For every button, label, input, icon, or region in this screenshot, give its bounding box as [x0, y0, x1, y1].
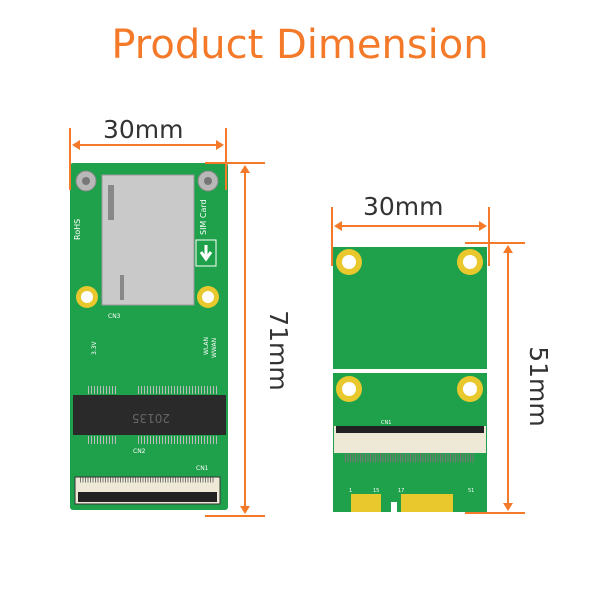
socket-marking: 20135: [132, 411, 170, 425]
page-title: Product Dimension: [111, 22, 489, 68]
pin-17-label: 17: [398, 488, 404, 494]
cn1-label-right: CN1: [381, 420, 391, 426]
mini-pcie-socket: [73, 395, 226, 435]
mini-pcie-board-left: RoHS SIM Card CN3 3.3V WLAN WWAN 20135 C…: [70, 163, 228, 510]
left-width-label: 30mm: [103, 115, 184, 144]
pin-15-label: 15: [373, 488, 379, 494]
sim-card-slot: [101, 174, 195, 306]
left-height-label: 71mm: [263, 310, 293, 391]
right-width-label: 30mm: [363, 192, 444, 221]
wlan-label: WLAN: [203, 337, 210, 355]
sim-card-label: SIM Card: [199, 199, 208, 235]
rohs-mark: RoHS: [73, 219, 82, 240]
m2-board-right: CN1 1 15 17 51: [333, 247, 487, 512]
pin-1-label: 1: [349, 488, 352, 494]
voltage-label: 3.3V: [91, 340, 98, 355]
cn1-label: CN1: [196, 465, 209, 472]
left-dimension-lines: [69, 128, 265, 517]
right-height-label: 51mm: [523, 346, 553, 427]
right-dimension-lines: [331, 207, 525, 514]
wwan-label: WWAN: [211, 338, 218, 358]
cn2-label: CN2: [133, 448, 146, 455]
pin-51-label: 51: [468, 488, 474, 494]
cn3-label: CN3: [108, 313, 121, 320]
